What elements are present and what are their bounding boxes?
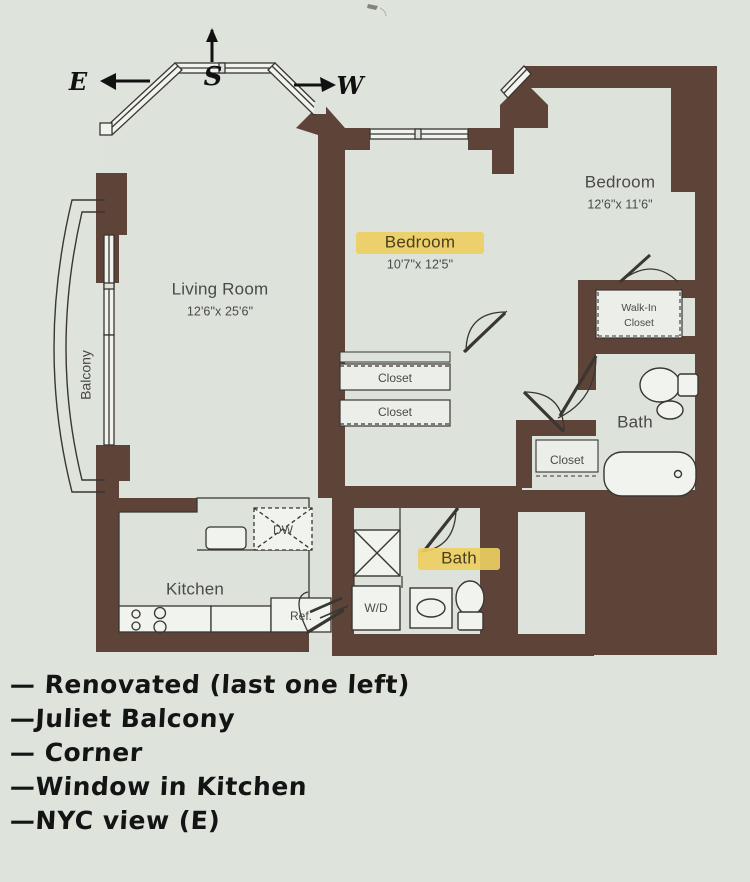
label-closet-upper: Closet — [378, 371, 413, 385]
tub-drain — [673, 469, 683, 479]
wall-hall-right — [516, 420, 532, 488]
wall-right-bed-top — [524, 66, 717, 88]
compass-label-west: W — [337, 71, 366, 100]
highlight-bath-main — [418, 548, 500, 570]
label-bedroom-mid-name: Bedroom — [385, 232, 455, 251]
toilet-base-main-bath — [457, 611, 484, 631]
label-walkin-closet-line2: Closet — [624, 317, 654, 329]
window-upper-right-diag — [267, 62, 322, 116]
label-bath-ensuite-name: Bath — [617, 412, 653, 431]
sink-main-bath — [416, 598, 446, 618]
wall-mid-bed-top-left — [332, 128, 370, 150]
note-line-1: — Renovated (last one left) — [9, 670, 411, 699]
walkin-closet-box — [595, 289, 683, 339]
label-refrigerator: Ref. — [290, 609, 312, 623]
wall-hall-bottom — [332, 634, 594, 656]
hall-closet-box — [535, 439, 599, 477]
label-closet-lower: Closet — [378, 405, 413, 419]
paper-smudge — [367, 4, 378, 10]
toilet-tank-ensuite — [677, 373, 699, 397]
label-bath-main-name: Bath — [441, 548, 477, 567]
label-closet-hall: Closet — [550, 453, 585, 467]
label-kitchen-name: Kitchen — [166, 579, 224, 598]
note-line-4: —Window in Kitchen — [9, 772, 308, 801]
windows — [99, 62, 532, 446]
wall-kitchen-bottom — [104, 630, 309, 652]
label-bedroom-right-dim: 12'6"x 11'6" — [587, 197, 652, 211]
wall-left-upper-jog — [96, 173, 127, 235]
ensuite-bath-fixtures — [603, 367, 699, 497]
compass-rose: S E W — [68, 28, 366, 100]
highlight-bedroom-mid — [356, 232, 484, 254]
hall-openings — [353, 508, 403, 588]
wall-kitchen-left — [96, 498, 119, 652]
wall-left-lower-jog — [96, 445, 130, 481]
label-washer-dryer: W/D — [364, 601, 388, 615]
compass-label-east: E — [68, 67, 88, 96]
note-line-5: —NYC view (E) — [9, 806, 222, 835]
compass-label-south: S — [204, 62, 223, 92]
doors — [298, 253, 679, 635]
label-living-room-dim: 12'6"x 25'6" — [187, 304, 253, 318]
wall-right-notch — [671, 66, 695, 192]
wall-hall-left — [332, 486, 354, 656]
toilet-main-bath — [455, 580, 485, 616]
label-balcony-name: Balcony — [78, 350, 94, 400]
marker-highlights — [356, 232, 500, 570]
toilet-ensuite — [639, 367, 681, 403]
label-bedroom-right-name: Bedroom — [585, 172, 655, 191]
label-bedroom-mid-dim: 10'7"x 12'5" — [387, 257, 453, 271]
label-walkin-closet-line1: Walk-In — [621, 302, 656, 314]
label-dishwasher: DW — [273, 523, 294, 537]
handwritten-notes: — Renovated (last one left) —Juliet Balc… — [9, 670, 480, 842]
wall-living-right — [318, 128, 345, 498]
wall-hall-top — [332, 486, 522, 508]
window-right-bed-diag — [500, 65, 532, 99]
note-line-2: —Juliet Balcony — [9, 704, 236, 733]
window-cap-left — [99, 122, 113, 136]
note-line-3: — Corner — [9, 738, 144, 767]
wall-bath-left-lower — [516, 420, 596, 436]
washer-dryer-box — [351, 585, 401, 631]
label-living-room-name: Living Room — [172, 279, 269, 298]
main-bath-fixtures — [351, 529, 485, 631]
wall-bath-mid-right — [480, 508, 518, 656]
wall-kitchen-top-stub — [119, 498, 197, 512]
wall-walkin-left — [578, 280, 596, 350]
wall-mid-bed-top-right-jog — [492, 128, 514, 174]
interior-lines — [118, 497, 332, 634]
window-cap-right — [314, 102, 326, 114]
balcony-outline — [53, 199, 105, 493]
wall-right-wing-bottom-b — [585, 490, 717, 655]
sink-ensuite — [656, 400, 684, 420]
paper-smudge-2 — [379, 7, 387, 17]
bathtub — [603, 451, 697, 497]
wall-walkin-bottom — [578, 336, 696, 354]
closet-boxes-mid-bedroom — [339, 351, 451, 427]
